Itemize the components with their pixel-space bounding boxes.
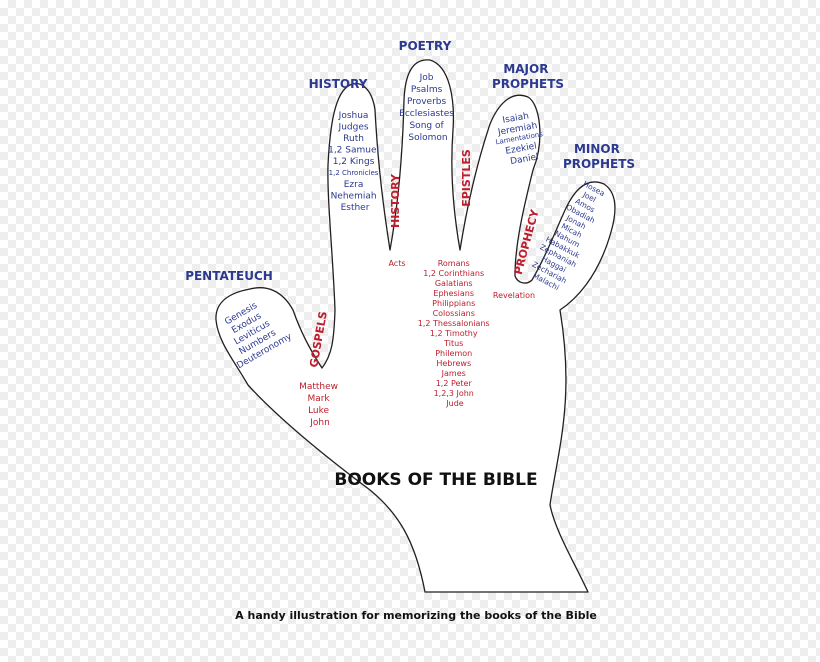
major-prophets-heading-line: PROPHETS <box>492 77 564 91</box>
history-books-list: Joshua Judges Ruth 1,2 Samuel 1,2 Kings … <box>328 111 382 213</box>
diagram-caption: A handy illustration for memorizing the … <box>235 609 597 622</box>
book-name: Nehemiah <box>331 192 377 202</box>
minor-prophets-heading-line: MINOR <box>574 142 620 156</box>
book-name: Esther <box>341 203 370 213</box>
book-name: Psalms <box>411 85 443 95</box>
major-prophets-books-list: Isaiah Jeremiah Lamentations Ezekiel Dan… <box>491 109 550 169</box>
minor-prophets-heading: MINOR PROPHETS <box>563 142 635 171</box>
epistles-books-list: Romans 1,2 Corinthians Galatians Ephesia… <box>418 259 492 408</box>
book-name: Song of <box>409 121 444 131</box>
book-name: Galatians <box>435 279 473 288</box>
pentateuch-heading: PENTATEUCH <box>185 269 273 283</box>
hand-outline <box>215 59 616 593</box>
book-name: John <box>309 418 330 428</box>
gospels-books-list: Matthew Mark Luke John <box>299 382 341 428</box>
book-name: Judges <box>338 123 369 133</box>
book-name: Isaiah <box>502 111 530 125</box>
epistles-finger-label: EPISTLES <box>460 149 473 207</box>
book-name: Luke <box>308 406 329 416</box>
revelation-book: Revelation <box>493 291 535 300</box>
book-name: Colossians <box>433 309 475 318</box>
book-name: 1,2 Samuel <box>328 146 379 156</box>
book-name: Ruth <box>343 134 364 144</box>
book-name: Hebrews <box>436 359 471 368</box>
book-name: 1,2 Timothy <box>430 329 478 338</box>
book-name: 1,2 Corinthians <box>423 269 484 278</box>
book-name: Philemon <box>435 349 472 358</box>
book-name: Titus <box>443 339 463 348</box>
book-name: 1,2 Thessalonians <box>418 319 490 328</box>
book-name: Ecclesiastes <box>399 109 454 119</box>
diagram-title: BOOKS OF THE BIBLE <box>334 470 537 490</box>
book-name: Ezra <box>344 180 364 190</box>
book-name: Philippians <box>432 299 475 308</box>
poetry-books-list: Job Psalms Proverbs Ecclesiastes Song of… <box>399 73 457 143</box>
book-name: Joshua <box>338 111 369 121</box>
minor-prophets-heading-line: PROPHETS <box>563 157 635 171</box>
book-name: Solomon <box>408 133 447 143</box>
book-name: Proverbs <box>407 97 447 107</box>
history-finger-label: HISTORY <box>389 173 402 228</box>
book-name: Job <box>419 73 434 83</box>
book-name: Jude <box>445 399 464 408</box>
book-name: Ephesians <box>433 289 474 298</box>
book-name: 1,2 Kings <box>333 157 375 167</box>
major-prophets-heading: MAJOR PROPHETS <box>492 62 564 91</box>
book-name: Matthew <box>299 382 338 392</box>
major-prophets-group: Isaiah Jeremiah Lamentations Ezekiel Dan… <box>491 109 550 169</box>
book-name: Daniel <box>509 152 539 167</box>
book-name: Romans <box>438 259 470 268</box>
book-name: 1,2 Peter <box>436 379 473 388</box>
acts-book: Acts <box>388 259 405 268</box>
book-name: James <box>441 369 466 378</box>
poetry-heading: POETRY <box>399 39 452 53</box>
history-heading: HISTORY <box>309 77 368 91</box>
book-name: 1,2,3 John <box>434 389 474 398</box>
book-name: 1,2 Chronicles <box>329 169 379 177</box>
major-prophets-heading-line: MAJOR <box>503 62 548 76</box>
book-name: Mark <box>307 394 330 404</box>
